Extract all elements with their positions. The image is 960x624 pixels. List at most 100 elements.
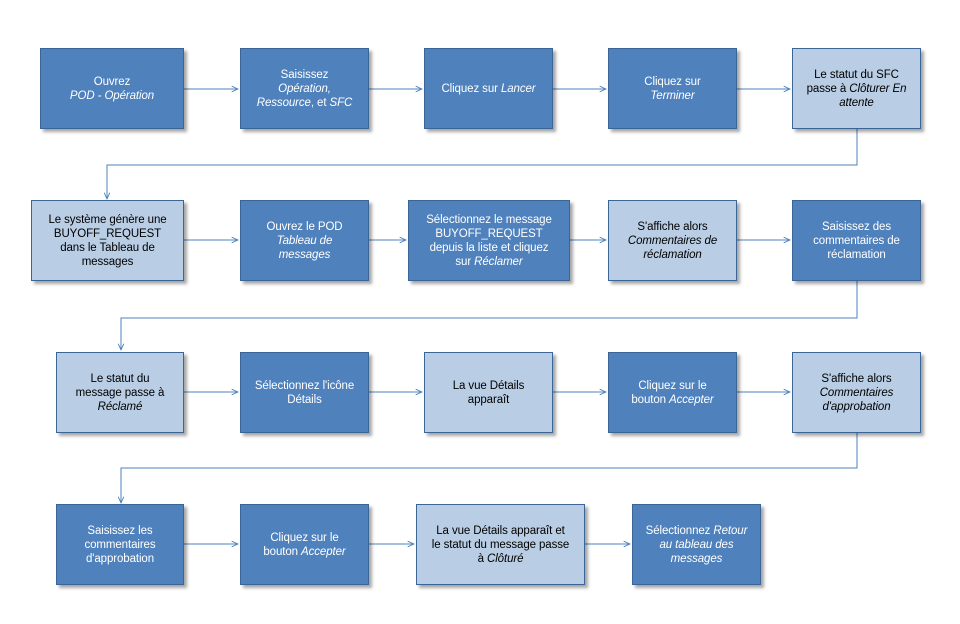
step-text: commentaires de xyxy=(813,234,900,247)
step-text: Le système génère une xyxy=(48,213,167,226)
step-text: Le statut du SFC xyxy=(814,68,899,81)
step-text: POD - Opération xyxy=(69,89,155,102)
step-3-click-start: Cliquez sur Lancer xyxy=(424,48,553,129)
step-text: Réclamé xyxy=(97,400,143,413)
step-text: Lancer xyxy=(500,82,536,95)
step-text: passe à xyxy=(806,82,850,95)
step-text: Cliquez sur le xyxy=(638,379,707,392)
step-text: réclamation xyxy=(643,248,702,261)
connector-10-11 xyxy=(121,281,858,350)
step-text: d'approbation xyxy=(85,552,155,565)
step-text: Détails xyxy=(287,393,322,406)
connector-5-6 xyxy=(107,129,858,199)
step-text: bouton xyxy=(631,393,670,406)
step-text: Sélectionnez l'icône xyxy=(254,379,355,392)
step-text: Clôturé xyxy=(487,552,524,565)
step-text: au tableau des xyxy=(659,538,734,551)
step-text: Accepter xyxy=(301,545,346,558)
step-text: Saisissez xyxy=(280,68,329,81)
step-text: Cliquez sur xyxy=(441,82,501,95)
step-text: attente xyxy=(839,96,874,109)
step-text: S'affiche alors xyxy=(821,372,892,385)
step-text: Saisissez des xyxy=(821,220,891,233)
step-label: Cliquez sur Lancer xyxy=(441,82,535,96)
step-text: Cliquez sur xyxy=(644,75,701,88)
step-text: Commentaires de xyxy=(627,234,718,247)
step-text: messages xyxy=(670,552,723,565)
step-text: Cliquez sur le xyxy=(270,531,339,544)
step-text: Accepter xyxy=(669,393,714,406)
step-text: d'approbation xyxy=(822,400,891,413)
step-text: à xyxy=(477,552,488,565)
step-text: le statut du message passe xyxy=(431,538,570,551)
step-text: SFC xyxy=(329,96,353,109)
step-text: , et xyxy=(310,96,330,109)
step-text: apparaît xyxy=(467,393,510,406)
step-text: BUYOFF_REQUEST xyxy=(435,227,543,240)
step-text: commentaires xyxy=(84,538,156,551)
step-text: messages xyxy=(81,255,134,268)
step-text: bouton xyxy=(263,545,302,558)
step-text: Sélectionnez le message xyxy=(426,213,552,226)
step-text: Terminer xyxy=(650,89,695,102)
step-text: Ouvrez le POD xyxy=(266,220,343,233)
step-text: message passe à xyxy=(75,386,165,399)
step-text: BUYOFF_REQUEST xyxy=(53,227,162,240)
step-text: La vue Détails apparaît et xyxy=(436,524,565,537)
step-text: Ressource xyxy=(256,96,311,109)
step-text: Saisissez les xyxy=(87,524,153,537)
step-text: Opération, xyxy=(278,82,331,95)
step-text: Tableau de xyxy=(276,234,333,247)
step-text: Retour xyxy=(713,524,748,537)
step-text: Clôturer En xyxy=(849,82,907,95)
step-text: La vue Détails xyxy=(452,379,525,392)
connector-15-16 xyxy=(121,433,858,503)
step-text: Réclamer xyxy=(474,255,523,268)
step-text: dans le Tableau de xyxy=(60,241,155,254)
step-text: depuis la liste et cliquez xyxy=(429,241,549,254)
step-text: Ouvrez xyxy=(93,75,131,88)
step-text: sur xyxy=(455,255,475,268)
step-text: réclamation xyxy=(827,248,886,261)
step-text: S'affiche alors xyxy=(637,220,708,233)
step-text: Commentaires xyxy=(819,386,894,399)
step-text: Sélectionnez xyxy=(645,524,714,537)
step-text: messages xyxy=(278,248,331,261)
